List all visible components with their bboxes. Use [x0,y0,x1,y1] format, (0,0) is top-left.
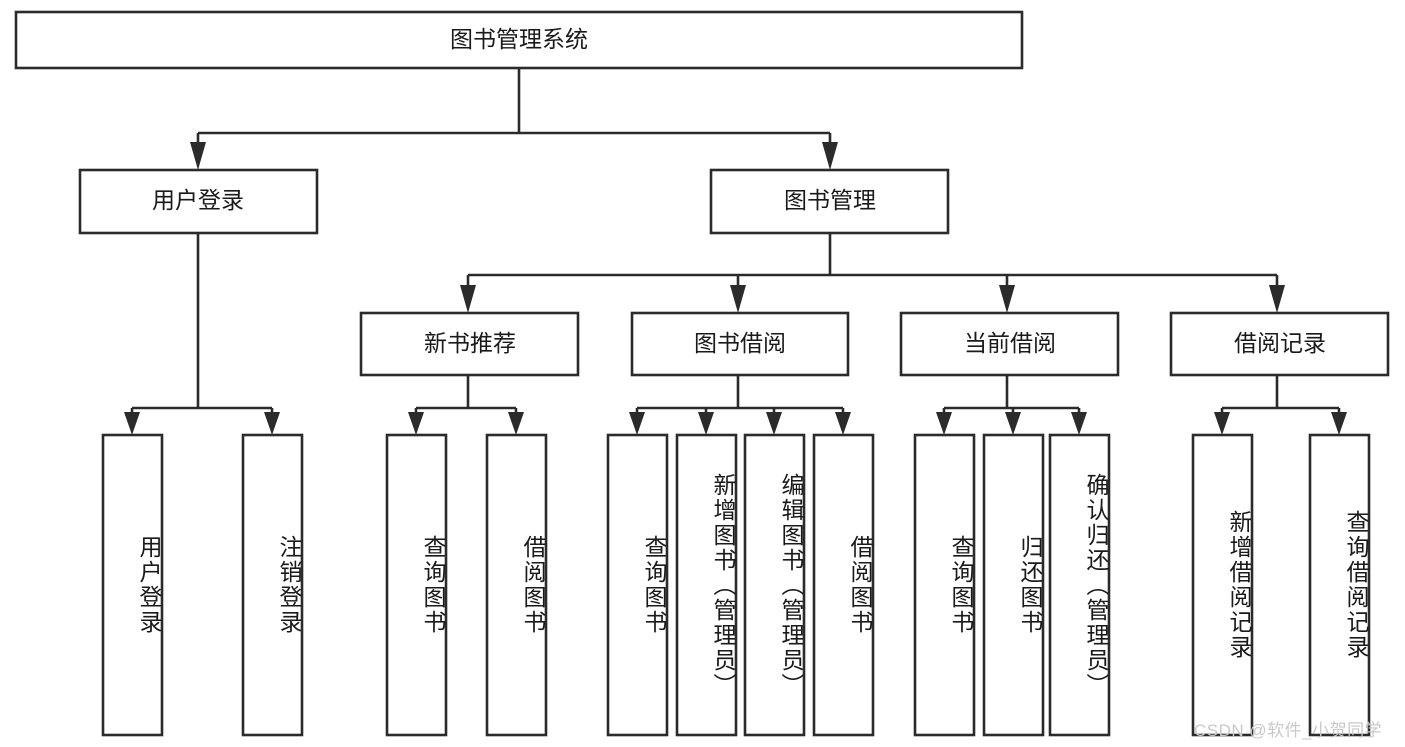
node-label-root: 图书管理系统 [450,26,588,52]
node-box-leaf-query-borrow-record[interactable] [1308,433,1371,737]
arrow-head-borrow-record [1269,285,1285,313]
node-label-current-borrow: 当前借阅 [964,330,1056,356]
arrow-head-leaf-borrow-book [835,412,851,435]
arrow-head-user-login [190,142,206,170]
arrow-head-leaf-add-book [698,412,714,435]
arrow-head-leaf-query-book-borrow [629,412,645,435]
connector-group-book-borrow [629,375,851,435]
arrow-head-book-borrow [730,285,746,313]
arrow-head-leaf-query-book-current [936,412,952,435]
node-label-borrow-record: 借阅记录 [1234,330,1326,356]
node-box-leaf-borrow-book-recommend[interactable] [485,433,548,737]
arrow-head-leaf-query-borrow-record [1331,412,1347,435]
node-box-borrow-record[interactable] [1169,311,1390,377]
watermark-text: CSDN @软件_小贺同学 [1194,721,1383,740]
node-box-leaf-borrow-book[interactable] [812,433,875,737]
arrow-head-book-manage [822,142,838,170]
arrow-head-leaf-borrow-book-recommend [508,412,524,435]
node-label-book-manage: 图书管理 [784,187,876,213]
node-label-new-book-recommend: 新书推荐 [424,330,516,356]
connector-group-current-borrow [936,375,1087,435]
node-box-leaf-confirm-return[interactable] [1048,433,1111,737]
connector-group-user-login [124,233,280,435]
connector-group-new-book-recommend [408,375,524,435]
arrow-head-leaf-add-borrow-record [1214,412,1230,435]
node-box-leaf-edit-book[interactable] [743,433,806,737]
arrow-head-new-book-recommend [460,285,476,313]
node-box-leaf-user-logout[interactable] [241,433,304,737]
arrow-head-current-borrow [999,285,1015,313]
connector-group-book-manage [460,233,1285,313]
node-box-root[interactable] [14,10,1024,70]
node-box-leaf-return-book[interactable] [982,433,1045,737]
connector-group-root [190,68,838,170]
arrow-head-leaf-user-login [124,412,140,435]
node-box-leaf-add-book[interactable] [675,433,738,737]
connector-group-borrow-record [1214,375,1347,435]
arrow-head-leaf-edit-book [766,412,782,435]
node-box-user-login[interactable] [78,168,319,235]
arrow-head-leaf-user-logout [264,412,280,435]
node-box-new-book-recommend[interactable] [359,311,580,377]
node-box-leaf-query-book-current[interactable] [913,433,976,737]
arrow-head-leaf-return-book [1005,412,1021,435]
node-box-book-manage[interactable] [709,168,950,235]
node-label-book-borrow: 图书借阅 [694,330,786,356]
arrow-head-leaf-confirm-return [1071,412,1087,435]
node-box-leaf-query-book-borrow[interactable] [606,433,669,737]
node-box-leaf-user-login[interactable] [101,433,164,737]
node-box-leaf-add-borrow-record[interactable] [1191,433,1254,737]
node-box-leaf-query-book-recommend[interactable] [385,433,448,737]
node-box-book-borrow[interactable] [630,311,850,377]
node-box-current-borrow[interactable] [899,311,1120,377]
arrow-head-leaf-query-book-recommend [408,412,424,435]
node-label-user-login: 用户登录 [152,187,244,213]
